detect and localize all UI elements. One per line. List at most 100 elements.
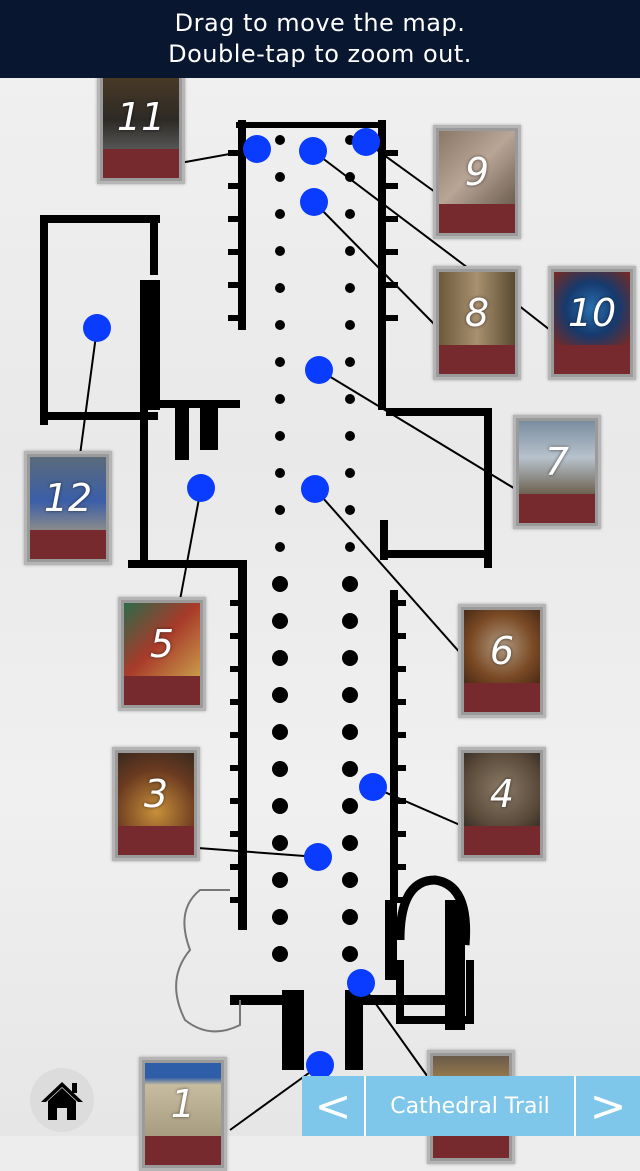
buttress — [230, 600, 246, 606]
location-marker[interactable] — [243, 135, 271, 163]
wall — [396, 960, 474, 1024]
buttress — [390, 600, 406, 606]
home-button[interactable] — [30, 1068, 94, 1132]
pillar — [345, 394, 355, 404]
pillar — [275, 431, 285, 441]
apse-wall — [395, 875, 471, 946]
location-marker[interactable] — [352, 128, 380, 156]
stop-thumbnail-6[interactable]: 6 — [458, 604, 546, 718]
buttress — [228, 249, 246, 255]
connector-line — [313, 201, 436, 326]
location-marker[interactable] — [83, 314, 111, 342]
connector-line — [79, 327, 98, 456]
connector-line — [517, 304, 551, 331]
pillar — [275, 209, 285, 219]
buttress — [390, 798, 406, 804]
pillar — [275, 246, 285, 256]
wall — [40, 215, 48, 425]
wall — [390, 590, 398, 900]
stop-thumbnail-9[interactable]: 9 — [433, 125, 521, 239]
stop-thumbnail-10[interactable]: 10 — [548, 266, 636, 380]
pillar — [345, 468, 355, 478]
pillar — [342, 724, 358, 740]
instruction-line-1: Drag to move the map. — [174, 9, 466, 37]
stop-thumbnail-12[interactable]: 12 — [24, 451, 112, 565]
pillar — [275, 172, 285, 182]
buttress — [230, 633, 246, 639]
trail-title[interactable]: Cathedral Trail — [366, 1076, 576, 1136]
buttress — [390, 666, 406, 672]
instruction-line-2: Double-tap to zoom out. — [168, 40, 472, 68]
wall — [230, 995, 300, 1005]
wall — [385, 900, 397, 980]
connector-line — [365, 141, 436, 193]
connector-line — [179, 487, 202, 601]
location-marker[interactable] — [304, 843, 332, 871]
pillar — [345, 320, 355, 330]
previous-button[interactable]: < — [302, 1076, 366, 1136]
pillar — [345, 172, 355, 182]
buttress — [390, 864, 406, 870]
location-marker[interactable] — [187, 474, 215, 502]
wall — [40, 215, 160, 223]
wall — [150, 215, 158, 275]
stop-thumbnail-4[interactable]: 4 — [458, 747, 546, 861]
location-marker[interactable] — [299, 137, 327, 165]
pillar — [345, 542, 355, 552]
location-marker[interactable] — [305, 356, 333, 384]
stop-thumbnail-8[interactable]: 8 — [433, 266, 521, 380]
connector-line — [360, 982, 431, 1081]
buttress — [228, 183, 246, 189]
wall — [128, 560, 238, 568]
wall — [445, 900, 465, 1030]
stop-thumbnail-11[interactable]: 11 — [97, 70, 185, 184]
pillar — [272, 835, 288, 851]
wall — [282, 990, 304, 1070]
pillar — [345, 431, 355, 441]
connector-line — [314, 488, 463, 656]
stop-thumbnail-5[interactable]: 5 — [118, 597, 206, 711]
wall — [380, 520, 388, 560]
pillar — [272, 872, 288, 888]
pillar — [342, 613, 358, 629]
buttress — [228, 216, 246, 222]
pillar — [342, 798, 358, 814]
location-marker[interactable] — [347, 969, 375, 997]
stop-thumbnail-3[interactable]: 3 — [112, 747, 200, 861]
pillar — [272, 909, 288, 925]
pillar — [272, 946, 288, 962]
location-marker[interactable] — [359, 773, 387, 801]
buttress — [390, 831, 406, 837]
wall — [378, 120, 386, 410]
location-marker[interactable] — [300, 188, 328, 216]
connector-line — [312, 150, 469, 269]
pillar — [345, 246, 355, 256]
next-button[interactable]: > — [589, 1080, 627, 1132]
buttress — [380, 216, 398, 222]
buttress — [230, 699, 246, 705]
pillar — [275, 542, 285, 552]
stop-thumbnail-1[interactable]: 1 — [139, 1057, 227, 1171]
stop-thumbnail-7[interactable]: 7 — [513, 415, 601, 529]
pillar — [345, 209, 355, 219]
location-marker[interactable] — [301, 475, 329, 503]
wall — [484, 408, 492, 568]
buttress — [390, 897, 406, 903]
pillar — [272, 798, 288, 814]
trail-nav-bar: < Cathedral Trail > — [302, 1076, 640, 1136]
floor-plan — [40, 120, 551, 1131]
pillar — [275, 468, 285, 478]
wall — [238, 560, 247, 930]
wall — [140, 400, 240, 408]
location-marker[interactable] — [306, 1051, 334, 1079]
wall — [386, 550, 492, 558]
buttress — [390, 633, 406, 639]
pillar — [275, 283, 285, 293]
buttress — [390, 765, 406, 771]
wall — [48, 412, 158, 420]
buttress — [230, 864, 246, 870]
chapter-house-outline — [175, 889, 241, 1033]
buttress — [230, 798, 246, 804]
connector-line — [229, 1064, 321, 1131]
